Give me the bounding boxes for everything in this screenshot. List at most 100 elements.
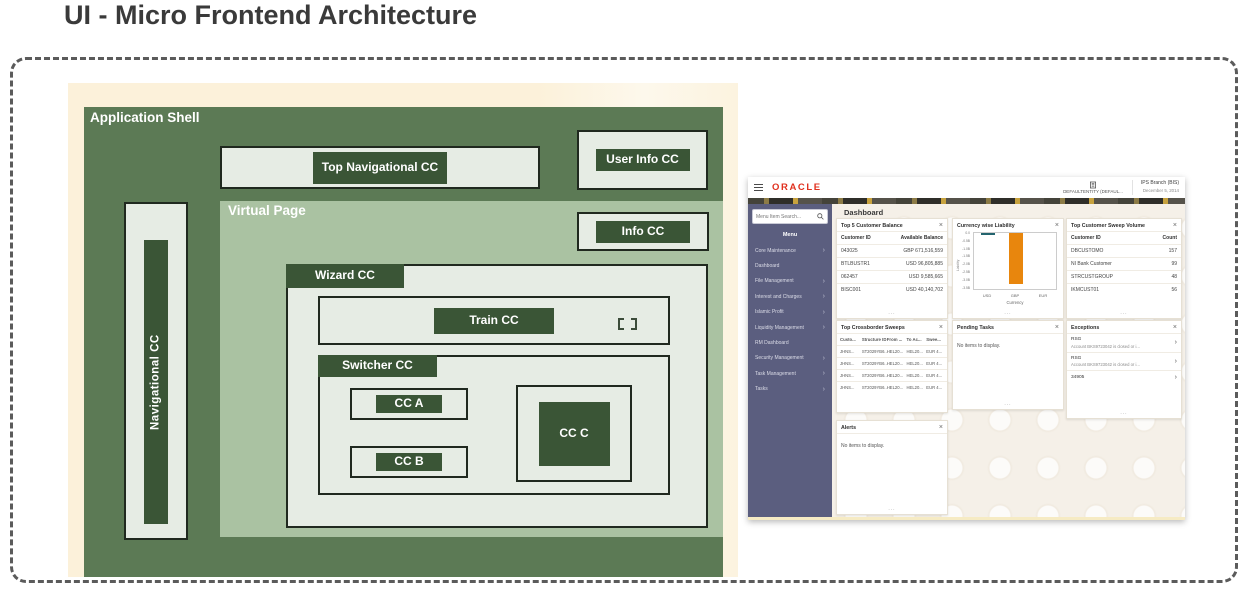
branch-selector[interactable]: IPS Branch (BIS) December 5, 2014 — [1131, 180, 1179, 195]
card-title: Currency wise Liability — [957, 222, 1015, 229]
card-title: Top Crossborder Sweeps — [841, 324, 905, 331]
sidebar-item-security-management[interactable]: Security Management › — [755, 354, 825, 362]
pagination-ellipsis[interactable]: ... — [1004, 401, 1012, 407]
oracle-logo: ORACLE — [772, 182, 822, 193]
sidebar-item-file-management[interactable]: File Management › — [755, 277, 825, 285]
card-exceptions: Exceptions × RSG Account BKS9723042 is c… — [1066, 320, 1182, 419]
cc-c-label: CC C — [538, 401, 610, 466]
card-title: Alerts — [841, 424, 857, 431]
chevron-right-icon: › — [1174, 339, 1177, 347]
empty-state-text: No items to display. — [953, 333, 1063, 358]
sidebar-item-task-management[interactable]: Task Management › — [755, 370, 825, 378]
user-info-cc-label: User Info CC — [595, 149, 690, 171]
train-cc-box: Train CC — [318, 296, 670, 345]
empty-state-text: No items to display. — [837, 433, 947, 458]
pagination-ellipsis[interactable]: ... — [1120, 310, 1128, 316]
close-icon[interactable]: × — [938, 424, 943, 431]
exception-row[interactable]: RSG Account BKS9723042 is closed or i...… — [1067, 351, 1181, 371]
pagination-ellipsis[interactable]: ... — [1120, 410, 1128, 416]
wizard-cc-box: Wizard CC Train CC Switcher CC CC A CC B — [286, 264, 708, 528]
cc-a-box: CC A — [350, 388, 468, 420]
entity-label: DEFAULTENTITY (DEFAUL... — [1063, 188, 1123, 194]
exception-row[interactable]: RSG Account BKS9723042 is closed or i...… — [1067, 333, 1181, 352]
chevron-right-icon: › — [822, 293, 825, 301]
close-icon[interactable]: × — [1172, 222, 1177, 229]
table-row: JHNS...ST2029YB6...HEL20...HEL20...EUR 4… — [837, 345, 947, 357]
search-input[interactable] — [756, 213, 817, 220]
sidebar: Menu Core Maintenance › Dashboard File M… — [748, 204, 832, 517]
close-icon[interactable]: × — [938, 324, 943, 331]
placeholder-dashed-icon — [618, 318, 637, 330]
entity-building-icon — [1089, 181, 1096, 189]
navigational-cc-label: Navigational CC — [144, 240, 168, 524]
card-currency-wise-liability: Currency wise Liability × Liability 0.0-… — [952, 218, 1064, 319]
table-row: JHNS...ST2029YB6...HEL20...HEL20...EUR 4… — [837, 357, 947, 369]
architecture-diagram: Application Shell Top Navigational CC Us… — [68, 83, 738, 577]
chevron-right-icon: › — [822, 308, 825, 316]
switcher-cc-label: Switcher CC — [318, 355, 437, 377]
dashboard-page-title: Dashboard — [844, 208, 884, 217]
chevron-right-icon: › — [822, 370, 825, 378]
wizard-cc-label: Wizard CC — [286, 264, 404, 288]
menu-header: Menu — [782, 232, 798, 238]
chevron-right-icon: › — [822, 247, 825, 255]
card-title: Top Customer Sweep Volume — [1071, 222, 1145, 229]
close-icon[interactable]: × — [938, 222, 943, 229]
sidebar-item-dashboard[interactable]: Dashboard — [755, 263, 780, 270]
chevron-right-icon: › — [822, 324, 825, 332]
card-top-crossborder-sweeps: Top Crossborder Sweeps × Custo...Structu… — [836, 320, 948, 413]
sidebar-item-rm-dashboard[interactable]: RM Dashboard — [755, 340, 789, 347]
cc-b-label: CC B — [376, 453, 442, 471]
menu-search-box[interactable] — [752, 209, 828, 224]
cc-b-box: CC B — [350, 446, 468, 478]
sidebar-item-islamic-profit[interactable]: Islamic Profit › — [755, 308, 825, 316]
search-icon — [817, 213, 824, 220]
x-axis-ticks: USD GBP EUR — [982, 293, 1048, 298]
top-navigational-cc-label: Top Navigational CC — [313, 151, 447, 184]
application-shell-label: Application Shell — [90, 110, 200, 125]
chevron-right-icon: › — [822, 385, 825, 393]
virtual-page-box: Virtual Page Info CC Wizard CC Train CC … — [220, 201, 723, 537]
switcher-cc-box: Switcher CC CC A CC B CC C — [318, 355, 670, 495]
sidebar-item-tasks[interactable]: Tasks › — [755, 385, 825, 393]
app-top-bar: ORACLE DEFAULTENTITY (DEFAUL... IPS Bran… — [748, 177, 1185, 198]
close-icon[interactable]: × — [1054, 222, 1059, 229]
close-icon[interactable]: × — [1172, 324, 1177, 331]
chart-bar-usd — [981, 233, 995, 235]
info-cc-label: Info CC — [596, 220, 690, 243]
oracle-dashboard-screenshot: ORACLE DEFAULTENTITY (DEFAUL... IPS Bran… — [748, 177, 1185, 520]
card-title: Exceptions — [1071, 324, 1100, 331]
pagination-ellipsis[interactable]: ... — [888, 310, 896, 316]
card-pending-tasks: Pending Tasks × No items to display. ... — [952, 320, 1064, 410]
sidebar-item-liquidity-management[interactable]: Liquidity Management › — [755, 324, 825, 332]
bar-chart-plot — [973, 232, 1057, 290]
top-navigational-cc-box: Top Navigational CC — [220, 146, 540, 189]
navigational-cc-box: Navigational CC — [124, 202, 188, 540]
cc-a-label: CC A — [376, 395, 442, 413]
table-row: JHNS...ST2029YB6...HEL20...HEL20...EUR 4… — [837, 369, 947, 381]
pagination-ellipsis[interactable]: ... — [1004, 310, 1012, 316]
entity-selector[interactable]: DEFAULTENTITY (DEFAUL... — [1063, 181, 1123, 194]
chevron-right-icon: › — [822, 354, 825, 362]
exception-row[interactable]: 34905 › — [1067, 370, 1181, 384]
card-alerts: Alerts × No items to display. ... — [836, 420, 948, 515]
virtual-page-label: Virtual Page — [228, 203, 306, 218]
sidebar-item-core-maintenance[interactable]: Core Maintenance › — [755, 247, 825, 255]
cc-c-box: CC C — [516, 385, 632, 482]
close-icon[interactable]: × — [1054, 324, 1059, 331]
sidebar-item-interest-and-charges[interactable]: Interest and Charges › — [755, 293, 825, 301]
hamburger-menu-icon[interactable] — [754, 184, 763, 191]
train-cc-label: Train CC — [434, 307, 554, 334]
dashed-frame — [10, 57, 1238, 583]
pagination-ellipsis[interactable]: ... — [888, 506, 896, 512]
